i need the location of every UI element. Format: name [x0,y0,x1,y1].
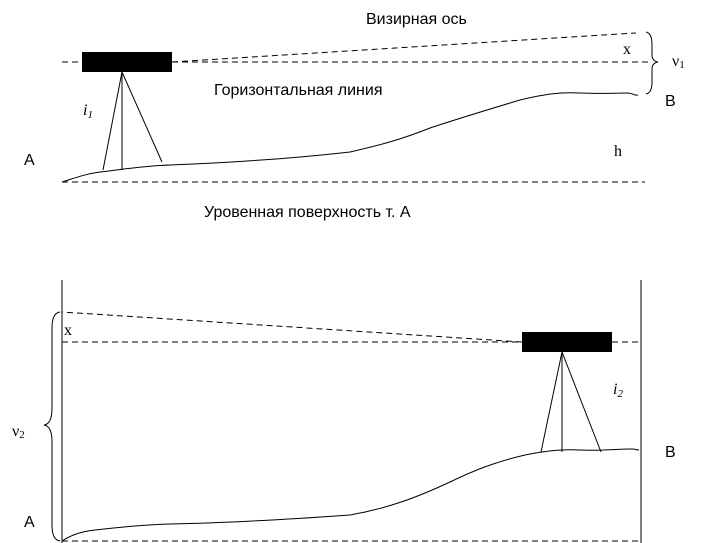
top-point-a-label: A [24,152,35,169]
top-x-label: x [623,41,631,58]
top-horizontal-line-label: Горизонтальная линия [214,82,383,99]
bottom-ground-profile [61,448,640,542]
top-tripod-leg-left [102,71,123,171]
top-v-brace [645,31,659,95]
top-ground-profile [61,92,639,183]
bottom-i-label: i2 [613,381,623,400]
bottom-point-b-label: B [665,444,676,461]
top-i-label: i1 [83,102,93,121]
top-v-label: ν1 [672,53,685,71]
bottom-tripod-leg-left [540,351,563,453]
bottom-tripod-leg-right [561,351,602,453]
top-sight-axis-label: Визирная ось [366,11,467,28]
bottom-level-instrument [522,332,612,352]
bottom-sight-axis-line [61,311,523,343]
top-tripod-leg-right [121,71,163,163]
top-h-label: h [614,143,622,160]
bottom-v-brace [43,311,61,542]
top-point-b-label: B [665,93,676,110]
top-sight-axis-line [171,32,637,63]
bottom-point-a-label: A [24,514,35,531]
bottom-x-label: x [64,322,72,339]
top-level-surface-label: Уровенная поверхность т. А [204,204,411,221]
top-level-instrument [82,52,172,72]
bottom-diagram: A B x ν2 i2 [12,280,676,543]
bottom-v-label: ν2 [12,423,25,441]
top-diagram: Визирная ось Горизонтальная линия Уровен… [24,11,685,221]
